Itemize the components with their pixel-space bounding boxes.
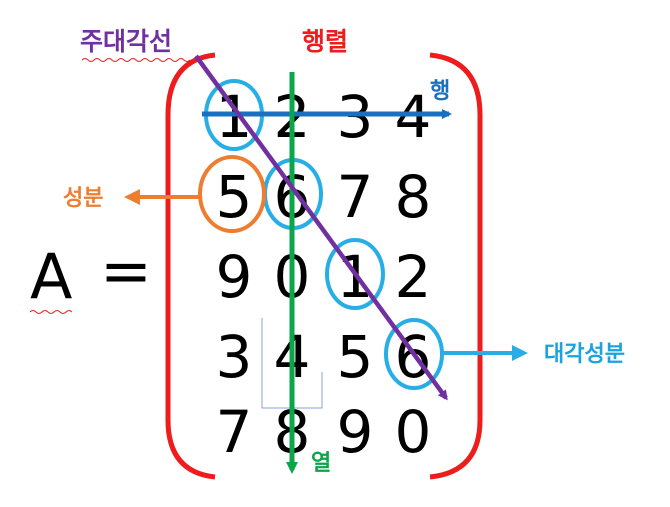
main-diagonal-label: 주대각선: [80, 27, 172, 56]
wavy-underline-a: [29, 310, 73, 314]
diagonal-element-label: 대각성분: [544, 342, 625, 367]
element-arrow-head: [124, 189, 140, 205]
left-bracket: [165, 52, 216, 480]
equals-sign: =: [100, 234, 152, 307]
element-label: 성분: [63, 186, 103, 211]
wavy-underline-label: [81, 58, 191, 62]
matrix-cell: 3: [216, 323, 253, 391]
matrix-label: 행렬: [302, 27, 348, 56]
diagonal-circle: [384, 318, 444, 390]
matrix-cell: 9: [337, 398, 374, 466]
right-bracket: [429, 52, 483, 480]
matrix-cell: 3: [337, 83, 374, 151]
main-diagonal-line: [194, 54, 448, 401]
matrix-name: A: [30, 240, 72, 313]
element-circle: [198, 155, 266, 233]
matrix-cell: 4: [395, 83, 432, 151]
matrix-cell: 7: [337, 163, 374, 231]
diagonal-circle: [325, 238, 385, 310]
matrix-cell: 8: [395, 163, 432, 231]
matrix-cell: 5: [216, 163, 253, 231]
matrix-cell: 9: [216, 243, 253, 311]
column-label: 열: [311, 451, 331, 476]
matrix-cell: 0: [395, 398, 432, 466]
row-label: 행: [430, 79, 450, 104]
matrix-grid: 1 2 3 4 5 6 7 8 9 0 1 2 3 4 5 6 7 8 9 0: [216, 83, 432, 466]
matrix-cell: 7: [216, 398, 253, 466]
matrix-cell: 2: [395, 243, 432, 311]
matrix-cell: 5: [337, 323, 374, 391]
diagonal-element-arrow-head: [512, 345, 528, 361]
